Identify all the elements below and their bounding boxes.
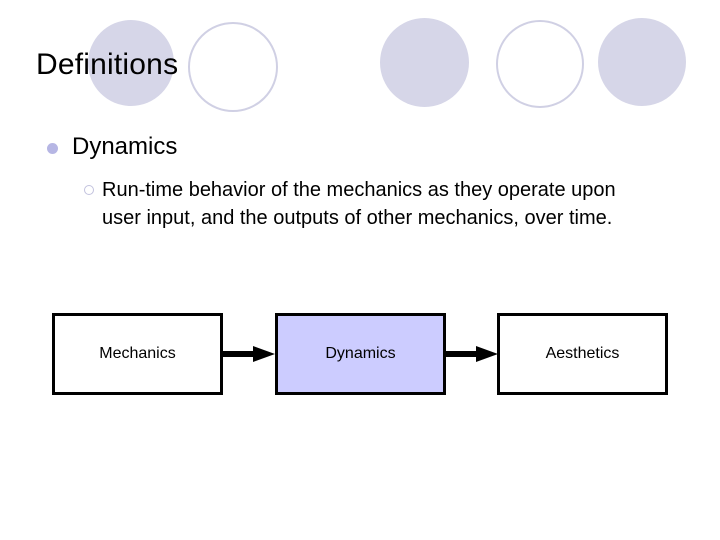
flow-box-mechanics: Mechanics bbox=[52, 313, 223, 395]
decor-circle-5-icon bbox=[598, 18, 686, 106]
flow-arrow-dynamics-to-aesthetics bbox=[446, 346, 498, 362]
slide-title: Definitions bbox=[36, 48, 179, 81]
bullet-level1: Dynamics bbox=[0, 132, 720, 162]
flow-box-dynamics: Dynamics bbox=[275, 313, 446, 395]
flow-arrow-mechanics-to-dynamics bbox=[223, 346, 275, 362]
bullet-level1-label: Dynamics bbox=[72, 133, 178, 160]
bullet-disc-icon bbox=[47, 143, 58, 154]
flow-box-aesthetics: Aesthetics bbox=[497, 313, 668, 395]
flow-box-mechanics-label: Mechanics bbox=[99, 345, 176, 362]
flow-diagram: Mechanics Dynamics Aesthetics bbox=[0, 313, 720, 397]
body-content: Dynamics Run-time behavior of the mechan… bbox=[0, 132, 720, 232]
decor-circle-2-icon bbox=[188, 22, 278, 112]
decor-circle-4-icon bbox=[496, 20, 584, 108]
decor-circle-3-icon bbox=[380, 18, 469, 107]
flow-box-dynamics-label: Dynamics bbox=[325, 345, 396, 362]
bullet-level2-label: Run-time behavior of the mechanics as th… bbox=[102, 179, 616, 229]
flow-box-aesthetics-label: Aesthetics bbox=[545, 345, 620, 362]
bullet-level2: Run-time behavior of the mechanics as th… bbox=[0, 176, 720, 232]
bullet-ring-icon bbox=[84, 185, 94, 195]
